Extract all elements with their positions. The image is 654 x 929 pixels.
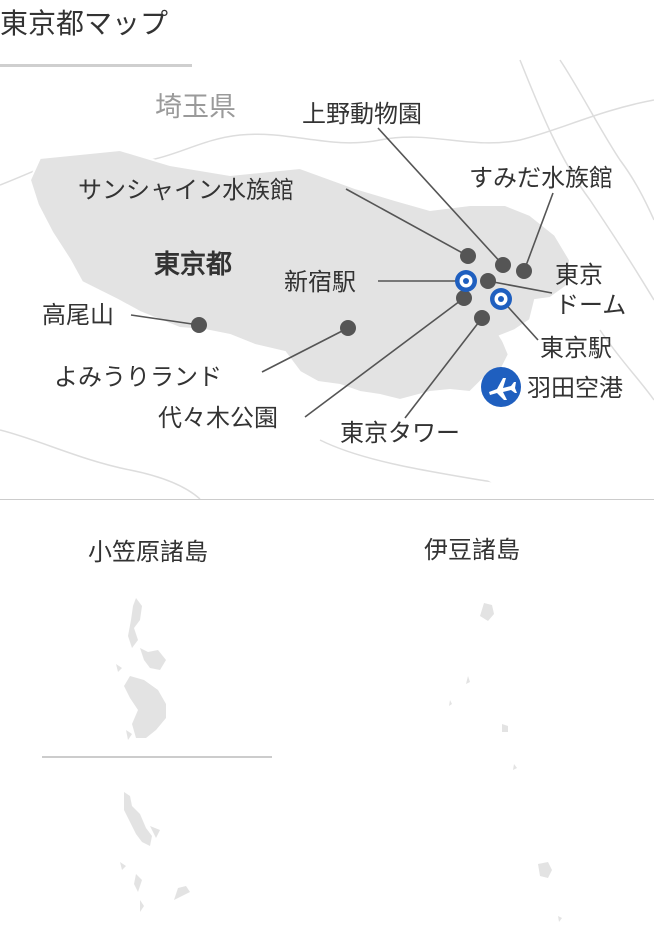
sumida-aquarium-label: すみだ水族館	[469, 164, 613, 192]
shinjuku-station-marker[interactable]	[455, 270, 477, 292]
ueno-zoo-label: 上野動物園	[302, 100, 422, 128]
izu-islands	[449, 603, 562, 922]
tokyo-dome-label-line2: ドーム	[555, 291, 626, 319]
tokyo-dome-label-line1: 東京	[555, 261, 603, 289]
sunshine-aquarium-dot[interactable]	[460, 248, 476, 264]
section-divider	[0, 499, 654, 500]
ogasawara-islands-label: 小笠原諸島	[88, 538, 208, 566]
airplane-icon[interactable]	[481, 367, 521, 407]
title-underline	[0, 64, 192, 67]
yomiuri-land-dot[interactable]	[340, 320, 356, 336]
takao-san-label: 高尾山	[42, 301, 114, 329]
tokyo-station-marker[interactable]	[490, 288, 512, 310]
yoyogi-park-label: 代々木公園	[158, 404, 278, 432]
sumida-aquarium-dot[interactable]	[516, 263, 532, 279]
takao-san-dot[interactable]	[191, 317, 207, 333]
tokyo-station-label: 東京駅	[540, 334, 612, 362]
saitama-label: 埼玉県	[155, 92, 236, 123]
ogasawara-islands	[116, 598, 190, 912]
yoyogi-park-dot[interactable]	[456, 290, 472, 306]
sunshine-aquarium-label: サンシャイン水族館	[78, 176, 294, 204]
tokyo-dome-dot[interactable]	[480, 273, 496, 289]
tokyo-tower-dot[interactable]	[474, 310, 490, 326]
shinjuku-station-label: 新宿駅	[284, 268, 356, 296]
tokyo-region-label: 東京都	[154, 249, 232, 280]
yomiuri-land-label: よみうりランド	[54, 363, 222, 391]
ueno-zoo-dot[interactable]	[495, 257, 511, 273]
haneda-airport-label: 羽田空港	[527, 374, 623, 402]
tokyo-tower-label: 東京タワー	[340, 419, 460, 447]
page-title: 東京都マップ	[0, 7, 169, 40]
izu-islands-label: 伊豆諸島	[424, 536, 520, 564]
